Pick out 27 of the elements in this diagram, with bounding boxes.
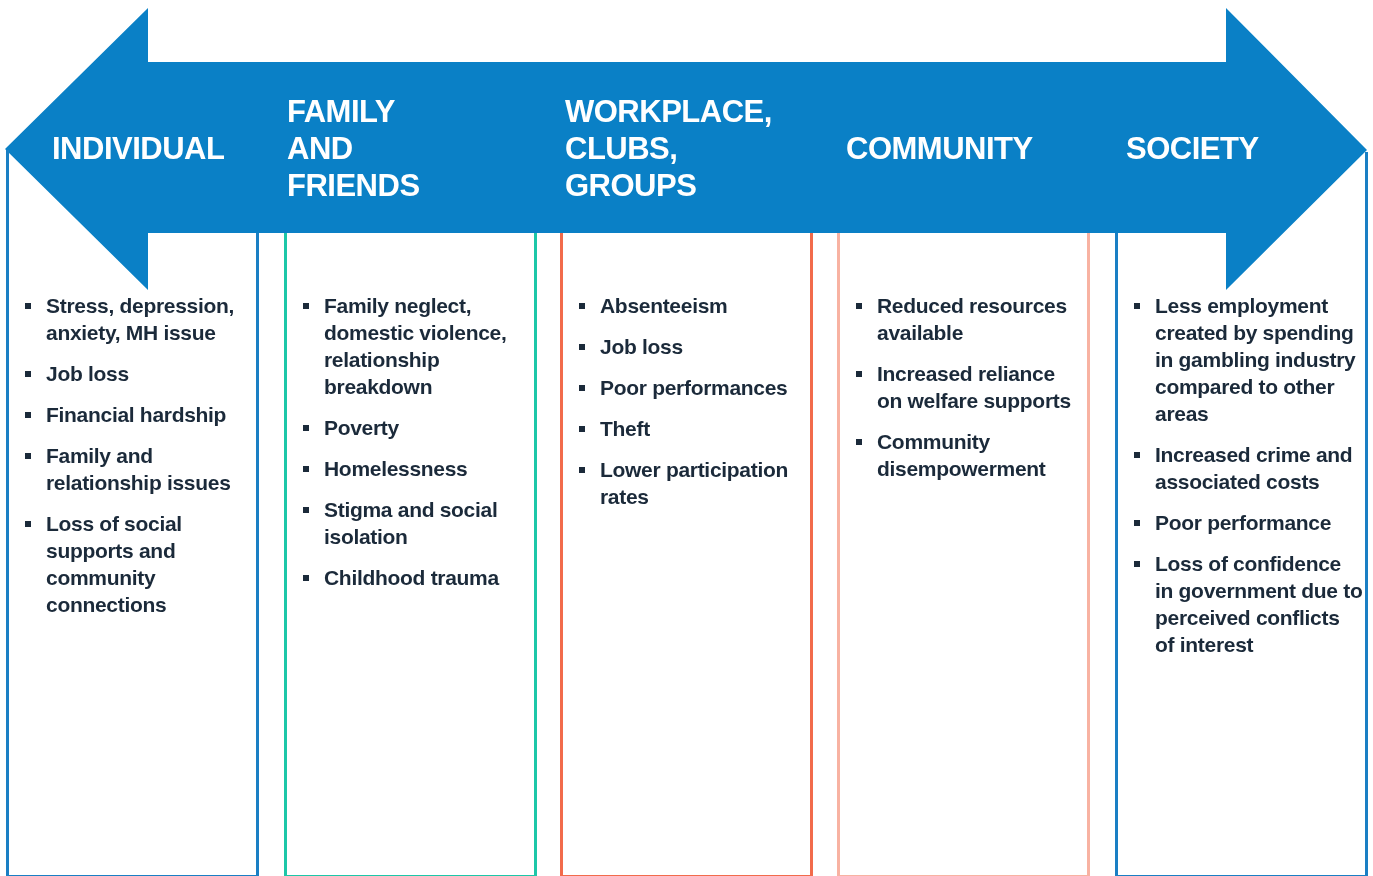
bullet-item: Stress, depression, anxiety, MH issue <box>23 292 254 346</box>
column-heading: WORKPLACE, CLUBS, GROUPS <box>565 93 773 204</box>
bullet-item: Family neglect, domestic violence, relationship breakdown <box>301 292 532 400</box>
bullet-item: Poverty <box>301 414 532 441</box>
bullet-item: Community disempowerment <box>854 428 1085 482</box>
bullet-item: Less employment created by spending in gambling industry compared to other areas <box>1132 292 1363 427</box>
column-heading: INDIVIDUAL <box>52 130 226 167</box>
column-heading: FAMILY AND FRIENDS <box>287 93 421 204</box>
bullet-item: Lower participation rates <box>577 456 808 510</box>
bullet-item: Homelessness <box>301 455 532 482</box>
bullet-item: Job loss <box>23 360 254 387</box>
column-heading: SOCIETY <box>1126 130 1260 167</box>
bullet-item: Job loss <box>577 333 808 360</box>
bullet-item: Poor performance <box>1132 509 1363 536</box>
bullet-item: Increased reliance on welfare supports <box>854 360 1085 414</box>
bullet-item: Loss of social supports and community connections <box>23 510 254 618</box>
bullet-item: Childhood trauma <box>301 564 532 591</box>
bullet-item: Reduced resources available <box>854 292 1085 346</box>
bullet-item: Loss of confidence in government due to perceived conflicts of interest <box>1132 550 1363 658</box>
bullet-item: Theft <box>577 415 808 442</box>
bullet-item: Increased crime and associated costs <box>1132 441 1363 495</box>
column-heading: COMMUNITY <box>846 130 1034 167</box>
bullet-item: Absenteeism <box>577 292 808 319</box>
bullet-item: Stigma and social isolation <box>301 496 532 550</box>
bullet-item: Poor performances <box>577 374 808 401</box>
bullet-item: Family and relationship issues <box>23 442 254 496</box>
bullet-item: Financial hardship <box>23 401 254 428</box>
